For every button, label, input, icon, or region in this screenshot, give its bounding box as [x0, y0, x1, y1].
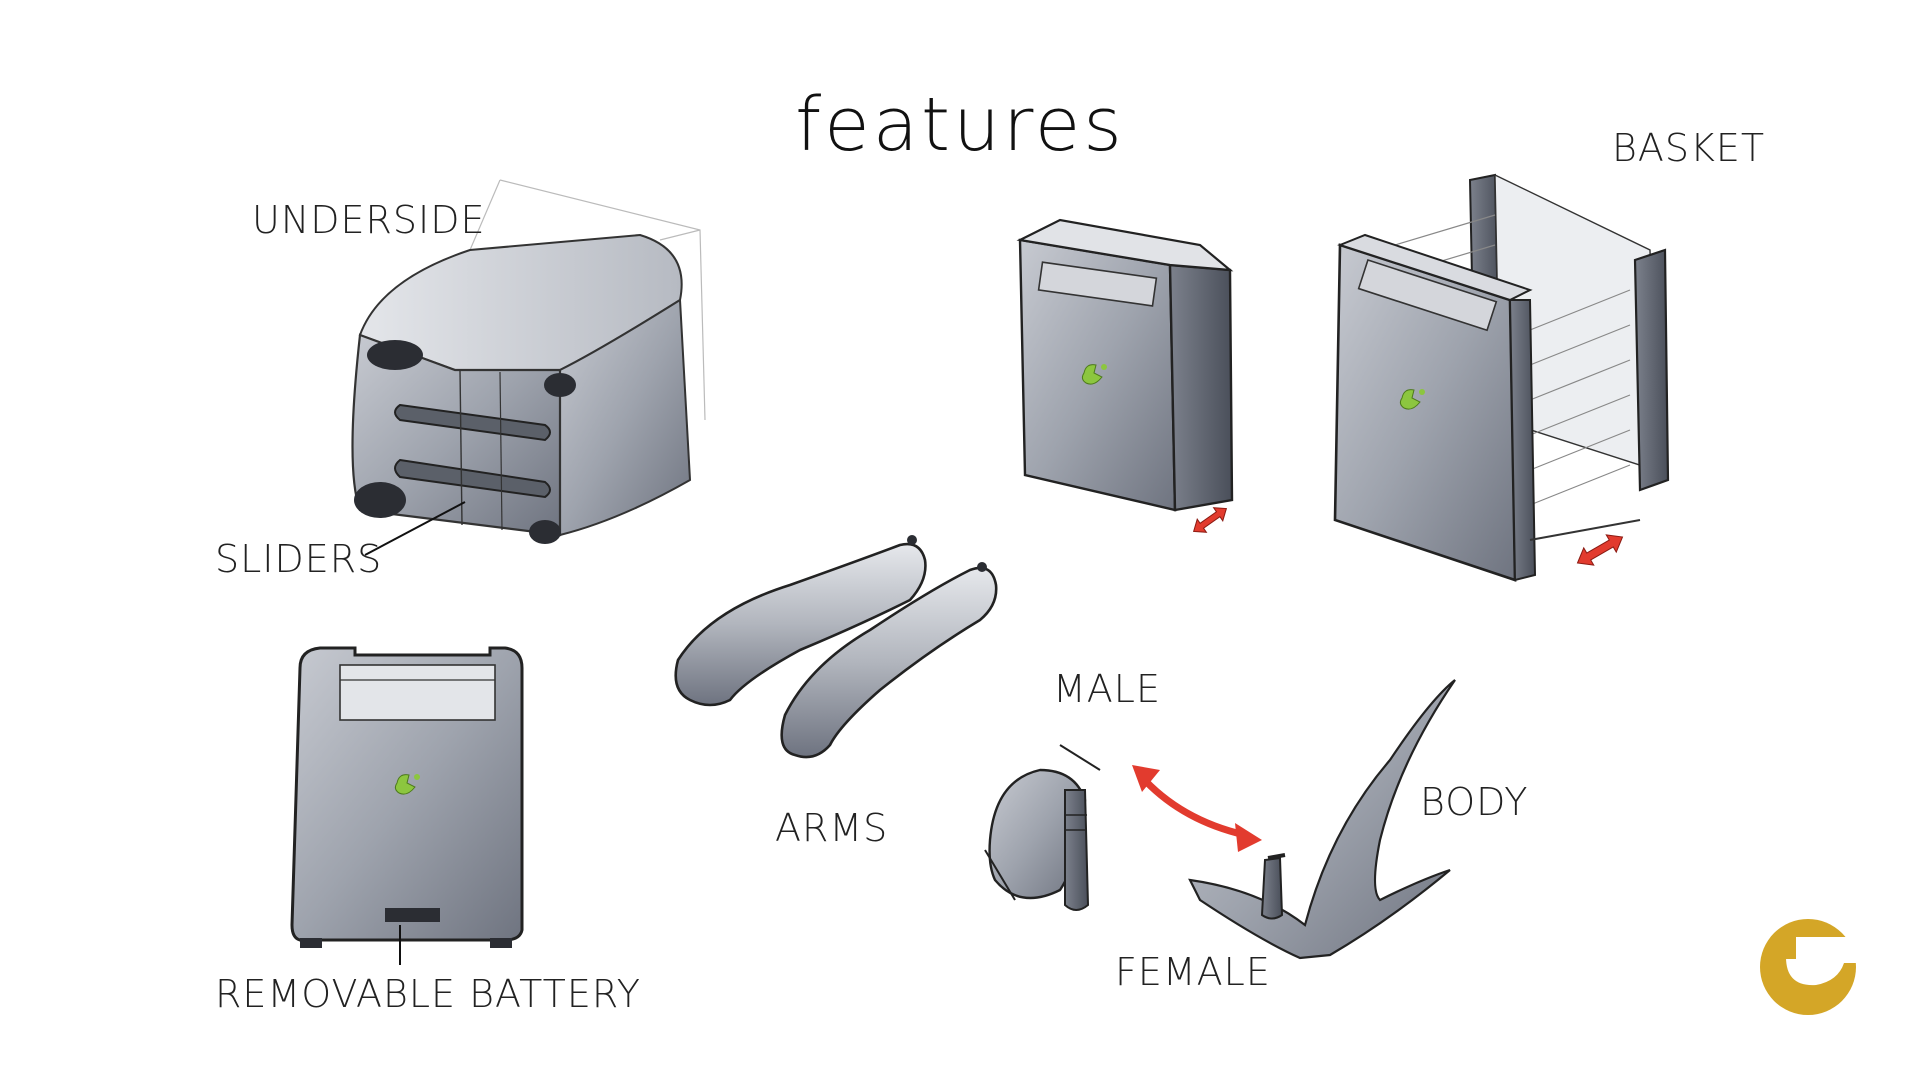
crescent-logo-icon — [1760, 919, 1860, 1015]
compact-top-face — [1016, 218, 1234, 272]
sliders-leader-line — [364, 501, 466, 556]
double-arrow-icon — [1576, 534, 1624, 566]
wheel — [529, 520, 561, 544]
slider-rail — [394, 403, 551, 442]
basket-front-side — [1508, 299, 1537, 582]
female-connector-pin — [1260, 856, 1284, 920]
label-female: FEMALE — [1115, 950, 1271, 994]
arms-sketch — [674, 535, 998, 759]
label-underside: UNDERSIDE — [252, 198, 486, 242]
page-title: features — [795, 82, 1125, 168]
compact-side-face — [1168, 263, 1234, 512]
wheel — [367, 340, 423, 370]
wheel — [544, 373, 576, 397]
arm — [674, 542, 927, 707]
battery-slot — [385, 908, 440, 922]
underside-side-face — [559, 298, 692, 537]
handle-slot — [339, 664, 496, 721]
green-leaf-icon — [1399, 389, 1425, 410]
double-arrow-icon — [1192, 507, 1228, 533]
label-removable-battery: REMOVABLE BATTERY — [215, 972, 642, 1016]
arm — [780, 566, 998, 759]
handle-slot — [1037, 261, 1158, 307]
label-body: BODY — [1420, 780, 1529, 824]
basket-wire-lines — [1344, 214, 1631, 506]
basket-right-panel — [1633, 248, 1670, 492]
label-sliders: SLIDERS — [215, 537, 383, 581]
connector-sketch — [984, 679, 1456, 960]
basket-sketch — [1333, 173, 1670, 582]
double-arrow-icon — [1132, 765, 1262, 852]
underside-sketch — [351, 179, 706, 556]
male-connector-pin — [1064, 789, 1090, 911]
slider-rail — [394, 458, 551, 499]
compact-basket-sketch — [1016, 218, 1234, 533]
wheel — [354, 482, 406, 518]
label-arms: ARMS — [775, 806, 889, 850]
handle-slot — [1357, 259, 1498, 332]
label-male: MALE — [1053, 667, 1161, 711]
body-panel — [1188, 679, 1456, 960]
green-leaf-icon — [394, 774, 420, 795]
label-basket: BASKET — [1612, 126, 1766, 170]
battery-unit-sketch — [290, 646, 524, 965]
green-leaf-icon — [1081, 364, 1107, 385]
